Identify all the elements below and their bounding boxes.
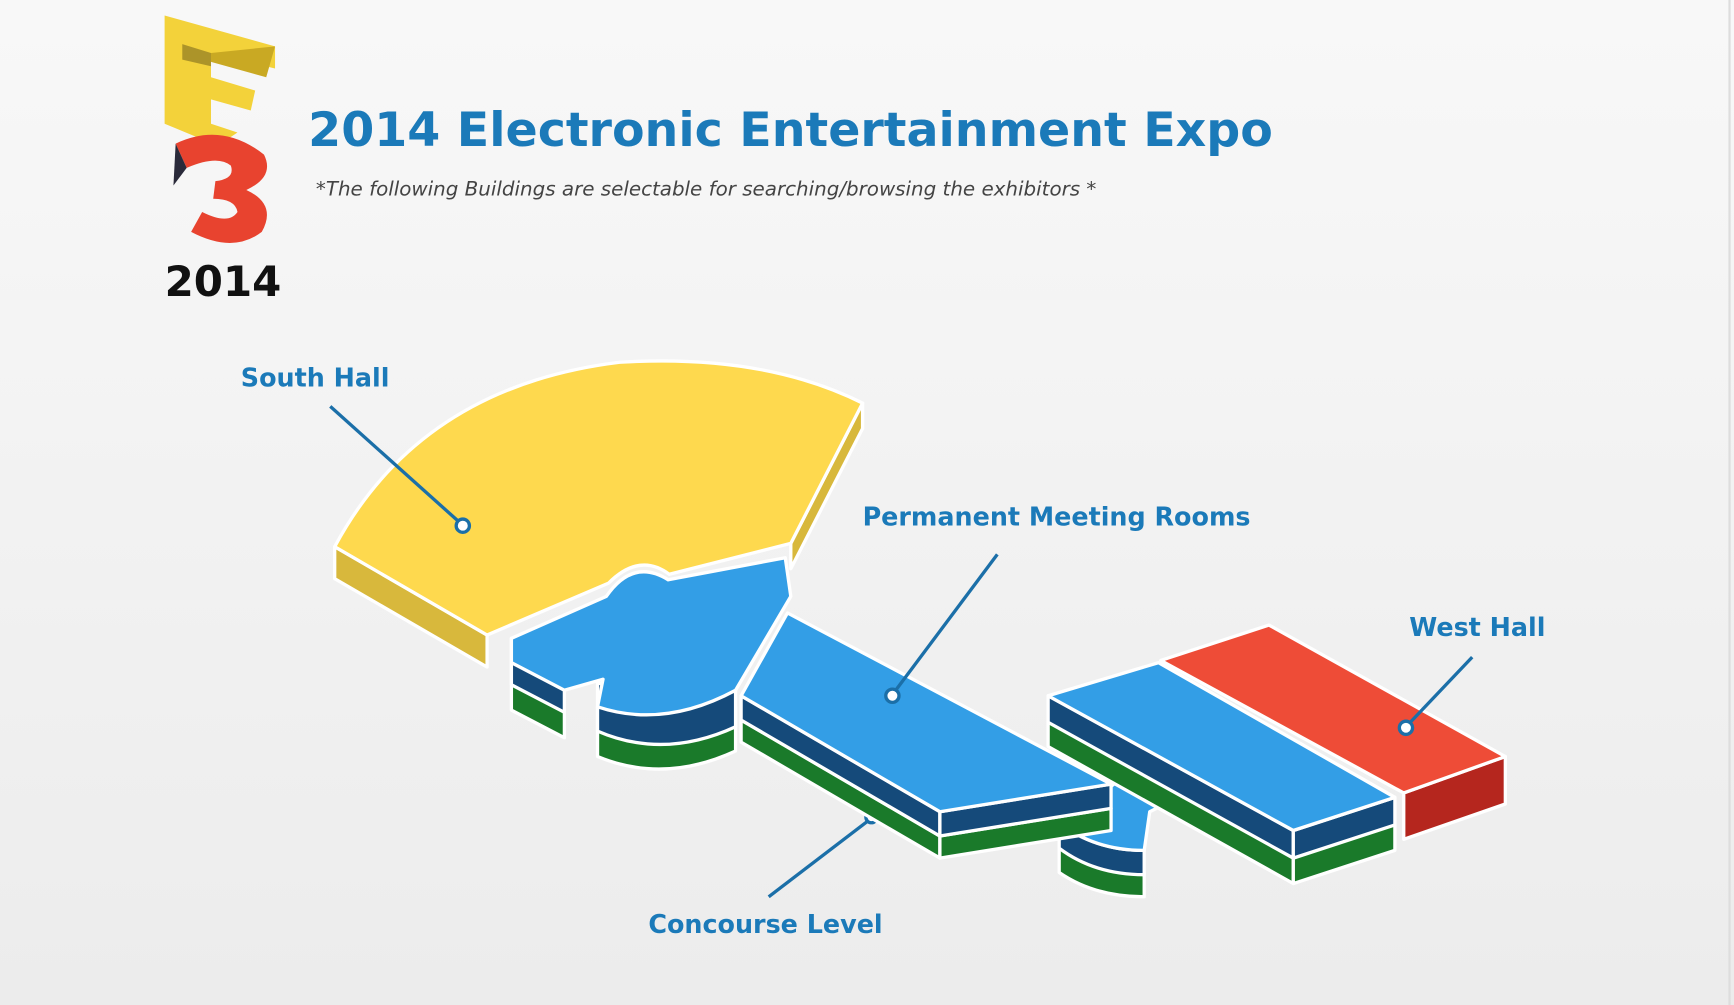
label-west-hall[interactable]: West Hall xyxy=(1397,612,1545,737)
e3-logo: 2014 xyxy=(164,15,282,306)
building-concourse-level[interactable] xyxy=(509,556,1397,899)
building-west-hall[interactable] xyxy=(1159,623,1507,841)
building-permanent-meeting-rooms[interactable] xyxy=(739,611,1113,860)
page-title: 2014 Electronic Entertainment Expo xyxy=(308,103,1273,158)
logo-year: 2014 xyxy=(165,257,282,306)
concourse-level-label[interactable]: Concourse Level xyxy=(648,909,882,939)
label-permanent-meeting-rooms[interactable]: Permanent Meeting Rooms xyxy=(863,502,1251,705)
permanent-meeting-rooms-label[interactable]: Permanent Meeting Rooms xyxy=(863,502,1251,532)
label-south-hall[interactable]: South Hall xyxy=(241,363,472,534)
label-concourse-level[interactable]: Concourse Level xyxy=(648,820,883,940)
south-hall-label[interactable]: South Hall xyxy=(241,363,390,393)
west-hall-label[interactable]: West Hall xyxy=(1409,612,1545,642)
building-south-hall[interactable] xyxy=(333,359,865,669)
page-subtitle: *The following Buildings are selectable … xyxy=(316,177,1097,200)
